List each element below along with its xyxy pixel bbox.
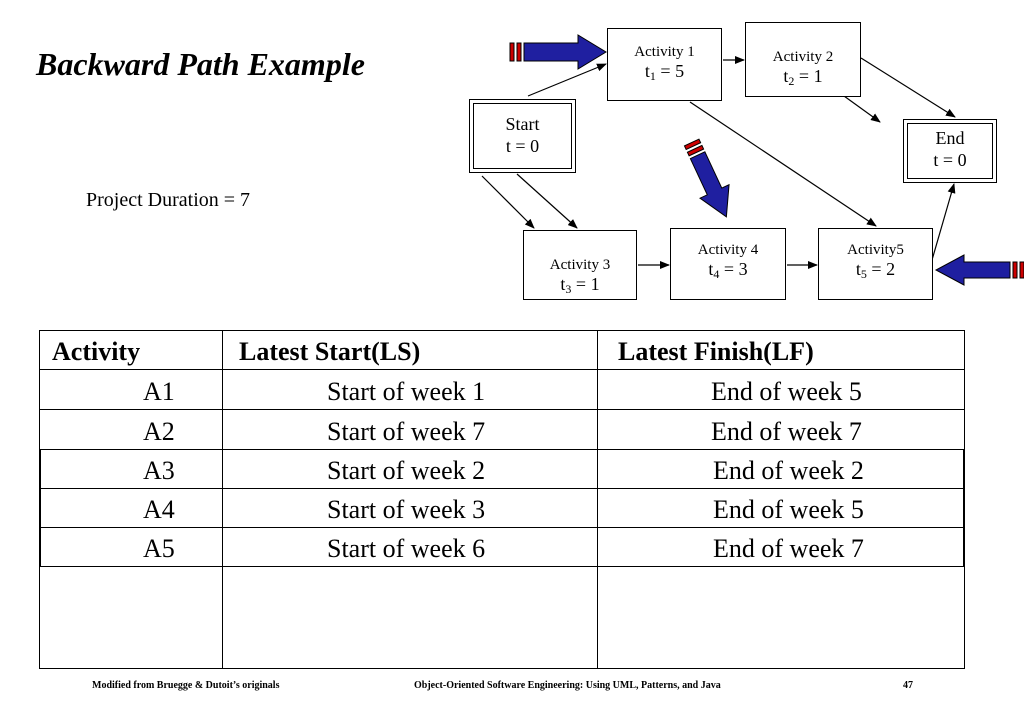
edge-start-a3-1 [481,175,535,229]
footer-page-number: 47 [903,680,913,691]
node-activity-4: Activity 4 t4 = 3 [670,228,786,300]
table-cell: A1 [143,377,175,406]
table-cell: Start of week 1 [327,377,486,406]
footer-course-title: Object-Oriented Software Engineering: Us… [414,680,721,691]
node-label: Activity 2 [772,49,834,65]
highlight-arrow-icon [934,254,1024,286]
table-cell: Start of week 2 [327,456,486,485]
node-duration: t = 0 [505,135,540,156]
project-duration: Project Duration = 7 [86,189,251,211]
node-duration: t5 = 2 [855,259,896,281]
node-label: Start [505,114,540,134]
highlight-arrow-icon [509,34,607,70]
table-cell: A3 [143,456,175,485]
highlight-arrow-icon [683,138,730,218]
table-cell: End of week 5 [713,495,864,524]
node-label: Activity 3 [549,257,611,273]
table-cell: End of week 7 [711,417,862,446]
edge-a1-a5 [689,101,877,227]
table-cell: Start of week 3 [327,495,486,524]
table-cell: Start of week 6 [327,534,486,563]
node-duration: t2 = 1 [783,66,823,88]
node-end: End t = 0 [903,119,997,183]
table-cell: A5 [143,534,175,563]
table-cell: End of week 2 [713,456,864,485]
table-cell: A4 [143,495,175,524]
node-duration: t1 = 5 [644,61,685,83]
node-label: Activity 1 [634,44,695,60]
table-header: Activity [52,337,141,366]
table-cell: Start of week 7 [327,417,486,446]
edge-a5-end [931,183,956,261]
table-cell: A2 [143,417,175,446]
node-duration: t3 = 1 [560,274,600,296]
table-header: Latest Finish(LF) [618,337,814,366]
node-label: Activity 4 [697,242,759,258]
node-activity-3: Activity 3 t3 = 1 [523,230,637,300]
node-label: Activity5 [847,242,904,258]
edge-start-a3-2 [516,173,578,229]
table-cell: End of week 7 [713,534,864,563]
footer-credit: Modified from Bruegge & Dutoit’s origina… [92,680,280,691]
table-cell: End of week 5 [711,377,862,406]
table-header: Latest Start(LS) [239,337,421,366]
network-diagram [481,34,1024,286]
edge-start-a1 [527,63,607,97]
edge-a2-end [860,57,956,118]
node-activity-5: Activity5 t5 = 2 [818,228,933,300]
slide-title: Backward Path Example [36,46,365,82]
latest-times-table: Activity Latest Start(LS) Latest Finish(… [39,330,965,669]
node-activity-2: Activity 2 t2 = 1 [745,22,861,97]
node-duration: t4 = 3 [708,259,748,281]
node-label: End [935,128,965,148]
node-activity-1: Activity 1 t1 = 5 [607,28,722,101]
node-start: Start t = 0 [469,99,576,173]
node-duration: t = 0 [933,149,967,170]
